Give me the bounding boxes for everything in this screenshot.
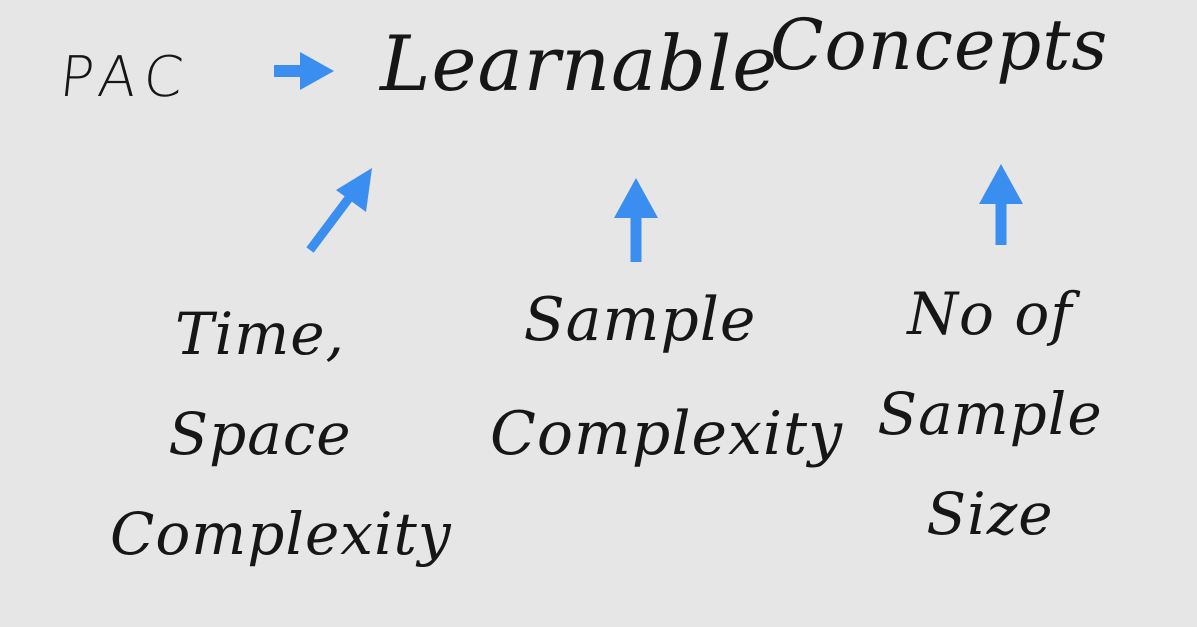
node-line: Space	[168, 400, 352, 468]
node-line: Complexity	[110, 500, 452, 568]
node-line: Complexity	[490, 399, 844, 469]
node-line: Sample	[877, 380, 1103, 448]
node-time-space-complexity: Time, Space Complexity	[110, 300, 452, 605]
node-line: Size	[926, 480, 1054, 548]
node-sample-complexity: Sample Complexity	[490, 285, 844, 518]
diagonal-arrow-icon	[306, 168, 372, 253]
up-arrow-middle-icon	[614, 178, 658, 262]
node-line: No of	[907, 280, 1073, 348]
right-arrow-icon	[274, 52, 334, 90]
node-line: Sample	[523, 285, 757, 355]
title-concepts: Concepts	[770, 4, 1109, 86]
node-no-of-sample-size: No of Sample Size	[850, 285, 1130, 585]
up-arrow-right-icon	[979, 164, 1023, 245]
title-learnable: Learnable	[380, 19, 779, 108]
node-line: Time,	[175, 300, 345, 368]
